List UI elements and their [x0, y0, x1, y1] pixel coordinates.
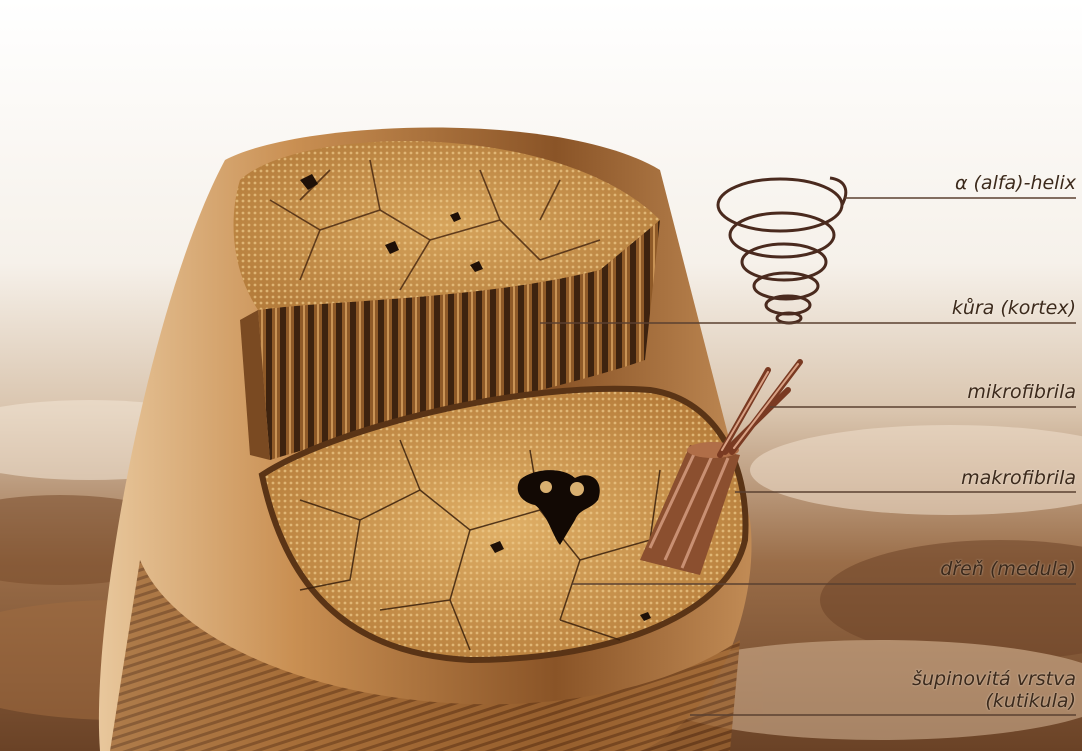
label-cortex: kůra (kortex)	[952, 297, 1076, 319]
label-macrofibril: makrofibrila	[961, 467, 1076, 489]
label-cuticle-line2: (kutikula)	[912, 690, 1076, 712]
label-cuticle: šupinovitá vrstva (kutikula)	[912, 668, 1076, 712]
label-alpha-helix: α (alfa)-helix	[955, 172, 1076, 194]
label-microfibril: mikrofibrila	[967, 381, 1076, 403]
label-medulla: dřeň (medula)	[940, 558, 1076, 580]
label-cuticle-line1: šupinovitá vrstva	[912, 668, 1076, 690]
